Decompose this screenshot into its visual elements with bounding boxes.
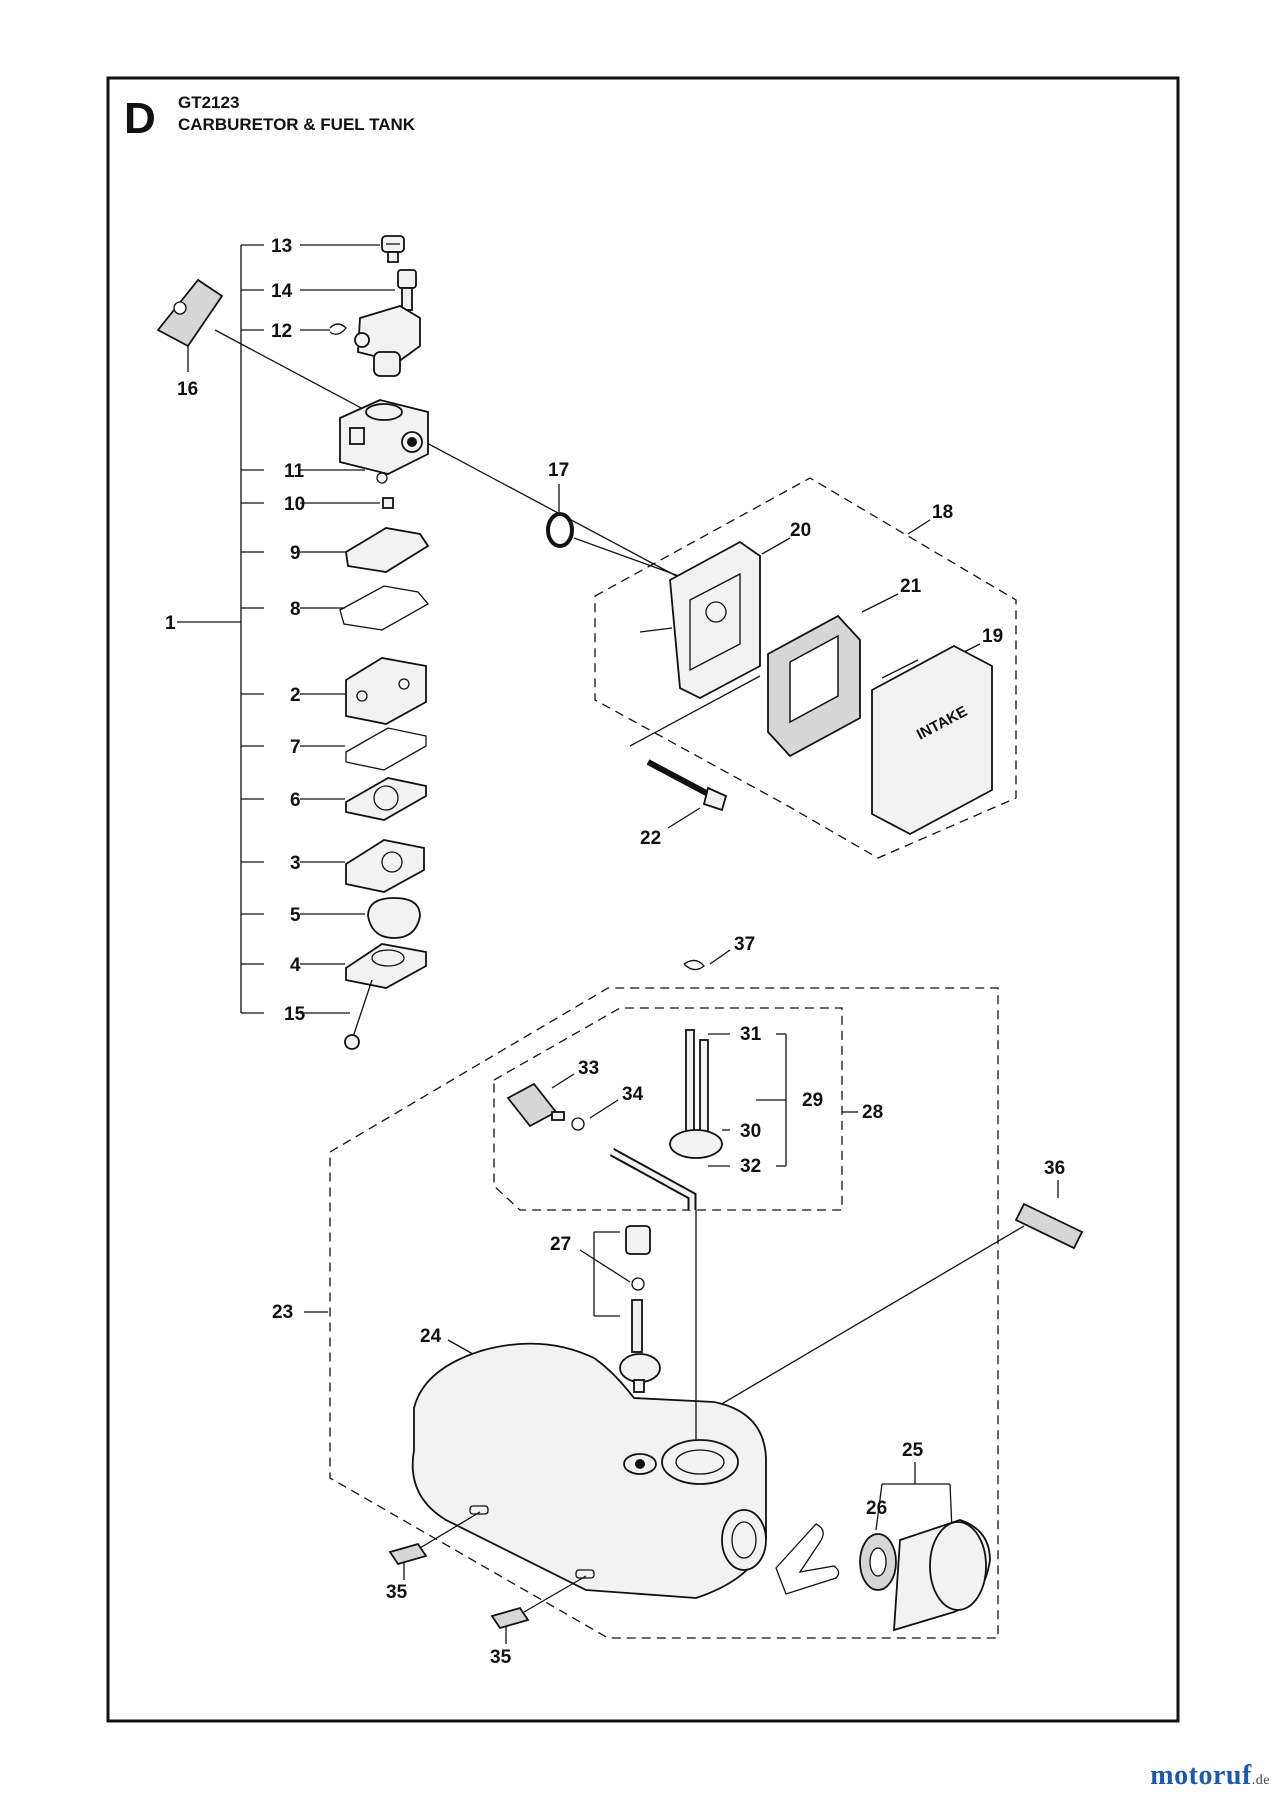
part-7-gasket xyxy=(345,727,427,771)
part-13-screw xyxy=(381,235,405,263)
part-35-rubber-pad-a xyxy=(388,1542,428,1566)
callout-31: 31 xyxy=(740,1024,762,1045)
part-15-screw xyxy=(344,979,373,1050)
callout-19: 19 xyxy=(982,626,1003,647)
callout-23: 23 xyxy=(272,1302,293,1323)
section-letter: D xyxy=(124,94,156,143)
callout-34: 34 xyxy=(622,1084,644,1105)
part-6-diaphragm xyxy=(345,777,427,821)
callout-28: 28 xyxy=(862,1102,883,1123)
callout-24: 24 xyxy=(420,1326,442,1347)
diagram-frame xyxy=(106,76,1180,1723)
callout-32: 32 xyxy=(740,1156,761,1177)
callout-35-a: 35 xyxy=(386,1582,408,1603)
callout-20: 20 xyxy=(790,520,811,541)
callout-35-b: 35 xyxy=(490,1647,512,1668)
part-12-clip xyxy=(329,323,347,335)
callout-36: 36 xyxy=(1044,1158,1065,1179)
callout-11: 11 xyxy=(284,461,305,482)
part-2-body xyxy=(345,657,427,725)
callout-16: 16 xyxy=(177,379,198,400)
callout-10: 10 xyxy=(284,494,305,515)
callout-21: 21 xyxy=(900,576,922,597)
callout-3: 3 xyxy=(290,853,301,874)
callout-9: 9 xyxy=(290,543,301,564)
part-9-plate xyxy=(345,527,430,573)
part-5-primer-bulb xyxy=(367,897,421,939)
part-22-bolt xyxy=(646,759,728,812)
part-3-cover xyxy=(345,839,425,893)
bracket-25 xyxy=(875,1462,953,1531)
part-16-gasket xyxy=(156,278,224,372)
callout-8: 8 xyxy=(290,599,301,620)
part-19-air-filter-cover: INTAKE xyxy=(871,644,993,836)
callout-7: 7 xyxy=(290,737,301,758)
part-25-fuel-cap xyxy=(893,1519,991,1632)
callout-18: 18 xyxy=(932,502,953,523)
callout-14: 14 xyxy=(271,281,293,302)
bracket-29 xyxy=(708,1033,787,1167)
callout-13: 13 xyxy=(271,236,292,257)
part-29-fuel-line-assembly xyxy=(609,1029,723,1210)
part-24-fuel-tank xyxy=(411,1342,767,1599)
callout-25: 25 xyxy=(902,1440,924,1461)
callout-33: 33 xyxy=(578,1058,599,1079)
carburetor-bracket xyxy=(177,244,681,1014)
callout-17: 17 xyxy=(548,460,569,481)
page-title: CARBURETOR & FUEL TANK xyxy=(178,115,416,134)
callout-26: 26 xyxy=(866,1498,887,1519)
part-35-rubber-pad-b xyxy=(490,1606,530,1630)
callout-5: 5 xyxy=(290,905,301,926)
callout-1: 1 xyxy=(165,613,176,634)
part-20-air-filter-base xyxy=(639,540,761,700)
callout-37: 37 xyxy=(734,934,755,955)
part-17-oring xyxy=(546,512,574,548)
part-26-cap-seal xyxy=(859,1533,897,1591)
part-8-gasket xyxy=(339,585,429,631)
part-36-damper xyxy=(1014,1202,1084,1250)
callout-30: 30 xyxy=(740,1121,761,1142)
callout-2: 2 xyxy=(290,685,301,706)
part-34-clamp xyxy=(571,1117,585,1131)
callout-6: 6 xyxy=(290,790,301,811)
callout-22: 22 xyxy=(640,828,661,849)
part-10-jet xyxy=(382,497,394,509)
part-21-filter-element xyxy=(767,614,861,758)
part-14-needle xyxy=(397,269,417,311)
part-4-cover xyxy=(345,943,427,989)
part-37-clip xyxy=(683,959,705,971)
callout-15: 15 xyxy=(284,1004,306,1025)
part-33-fuel-filter xyxy=(506,1082,565,1128)
callout-29: 29 xyxy=(802,1090,823,1111)
part-27-tank-vent xyxy=(619,1225,661,1393)
cap-retainer-strap xyxy=(775,1523,840,1595)
carburetor-top-body xyxy=(354,305,421,377)
group-23-outline xyxy=(329,987,999,1639)
callout-27: 27 xyxy=(550,1234,571,1255)
bracket-27 xyxy=(579,1231,631,1317)
callout-4: 4 xyxy=(290,955,301,976)
watermark-logo: motoruf.de xyxy=(1150,1760,1270,1791)
callout-12: 12 xyxy=(271,321,292,342)
carburetor-body xyxy=(339,399,429,475)
part-11-oring xyxy=(376,472,388,484)
group-18-outline xyxy=(594,477,1017,859)
model-number: GT2123 xyxy=(178,93,239,112)
